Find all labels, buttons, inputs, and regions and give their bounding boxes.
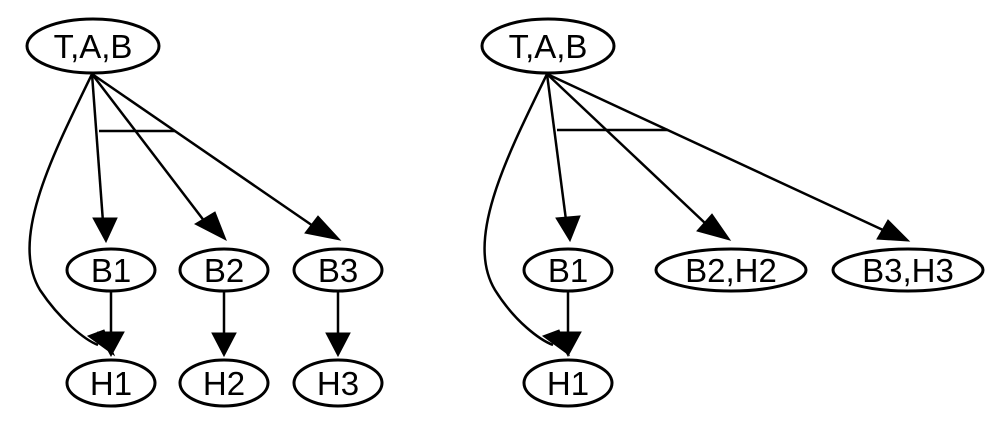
- node-label: B3: [318, 252, 358, 289]
- arrowhead-h3: [325, 332, 351, 358]
- arrowhead-b3: [304, 215, 342, 241]
- node-label: H3: [317, 365, 359, 402]
- edge-tab-b2h2: [546, 73, 707, 225]
- edge-tab-b1: [90, 73, 105, 223]
- node-label: B2,H2: [685, 252, 777, 289]
- edge-tab-h1: [483, 73, 554, 347]
- arrowhead-h2: [211, 332, 237, 358]
- node-label: H2: [203, 365, 245, 402]
- node-h1: H1: [522, 358, 614, 408]
- node-b1: B1: [522, 247, 614, 293]
- node-tab: T,A,B: [480, 17, 616, 75]
- edge-tab-b3h3: [546, 72, 884, 232]
- node-label: T,A,B: [54, 28, 133, 65]
- arrowhead-b1: [92, 217, 118, 244]
- edge-tab-h1: [28, 73, 99, 347]
- arrowhead-b3h3: [876, 219, 911, 242]
- node-label: B3,H3: [862, 252, 954, 289]
- node-b3h3: B3,H3: [831, 247, 985, 293]
- node-label: B2: [204, 252, 244, 289]
- node-h2: H2: [178, 358, 270, 408]
- edge-tab-b1: [545, 73, 568, 221]
- node-h1: H1: [65, 358, 157, 408]
- right-network: T,A,B B1 B2,H2 B3,H3 H1: [480, 17, 985, 408]
- arrowhead-b2: [193, 211, 227, 242]
- node-label: T,A,B: [509, 28, 588, 65]
- node-label: H1: [547, 365, 589, 402]
- node-h3: H3: [292, 358, 384, 408]
- node-label: B1: [91, 252, 131, 289]
- arrowhead-b2h2: [696, 213, 732, 241]
- node-tab: T,A,B: [25, 17, 161, 75]
- arrowhead-b1: [555, 215, 581, 243]
- arrowhead-h1: [97, 331, 125, 358]
- edge-tab-b2: [91, 73, 206, 223]
- node-b2: B2: [178, 247, 270, 293]
- node-label: B1: [548, 252, 588, 289]
- node-b2h2: B2,H2: [654, 247, 808, 293]
- node-label: H1: [90, 365, 132, 402]
- edge-tab-b3: [91, 72, 317, 230]
- arrowhead-h1: [554, 331, 582, 358]
- node-b3: B3: [292, 247, 384, 293]
- left-network: T,A,B B1 B2 B3 H1 H2 H3: [25, 17, 384, 408]
- node-b1: B1: [65, 247, 157, 293]
